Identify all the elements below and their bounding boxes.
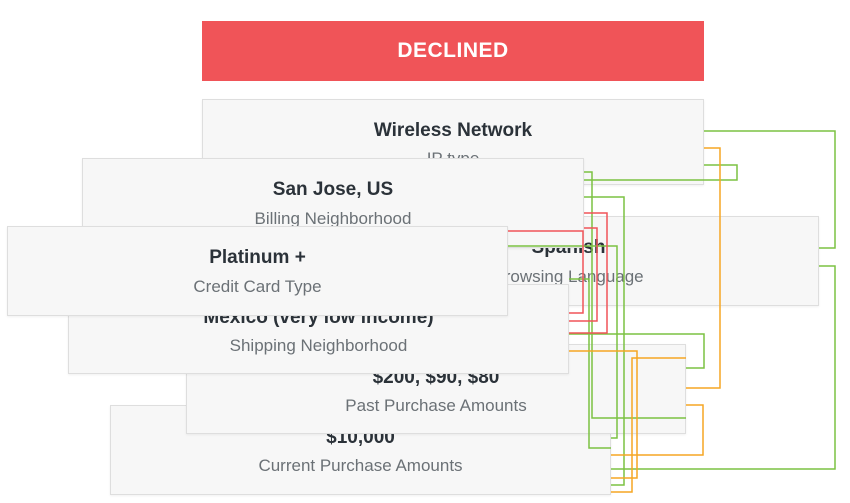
- connector-red-1: [569, 212, 608, 334]
- connector-orange-1: [686, 147, 721, 389]
- connector-green-8: [569, 278, 611, 449]
- declined-label: DECLINED: [397, 39, 509, 62]
- card-subtitle: Shipping Neighborhood: [229, 336, 408, 355]
- card-platinum[interactable]: Platinum + Credit Card Type: [7, 226, 508, 316]
- card-subtitle: Current Purchase Amounts: [258, 456, 463, 475]
- declined-banner: DECLINED: [202, 21, 704, 81]
- connector-green-1: [704, 130, 836, 249]
- card-subtitle: Billing Neighborhood: [254, 209, 412, 228]
- card-subtitle: Browsing Language: [493, 267, 644, 286]
- connector-green-2: [611, 265, 836, 470]
- connector-green-6: [508, 245, 618, 439]
- card-title: Wireless Network: [373, 120, 533, 141]
- connector-green-7: [569, 333, 705, 369]
- card-subtitle: Credit Card Type: [193, 277, 322, 296]
- card-subtitle: Past Purchase Amounts: [345, 396, 527, 415]
- card-title: San Jose, US: [272, 179, 394, 200]
- connector-green-3: [584, 164, 738, 181]
- connector-red-2: [508, 230, 584, 314]
- connector-orange-2: [611, 404, 704, 456]
- card-title: Platinum +: [209, 247, 306, 268]
- connector-green-5: [584, 196, 625, 486]
- connector-orange-3: [569, 350, 638, 479]
- connector-green-4: [584, 171, 686, 419]
- connector-orange-4: [611, 357, 686, 493]
- connector-red-3: [569, 227, 598, 322]
